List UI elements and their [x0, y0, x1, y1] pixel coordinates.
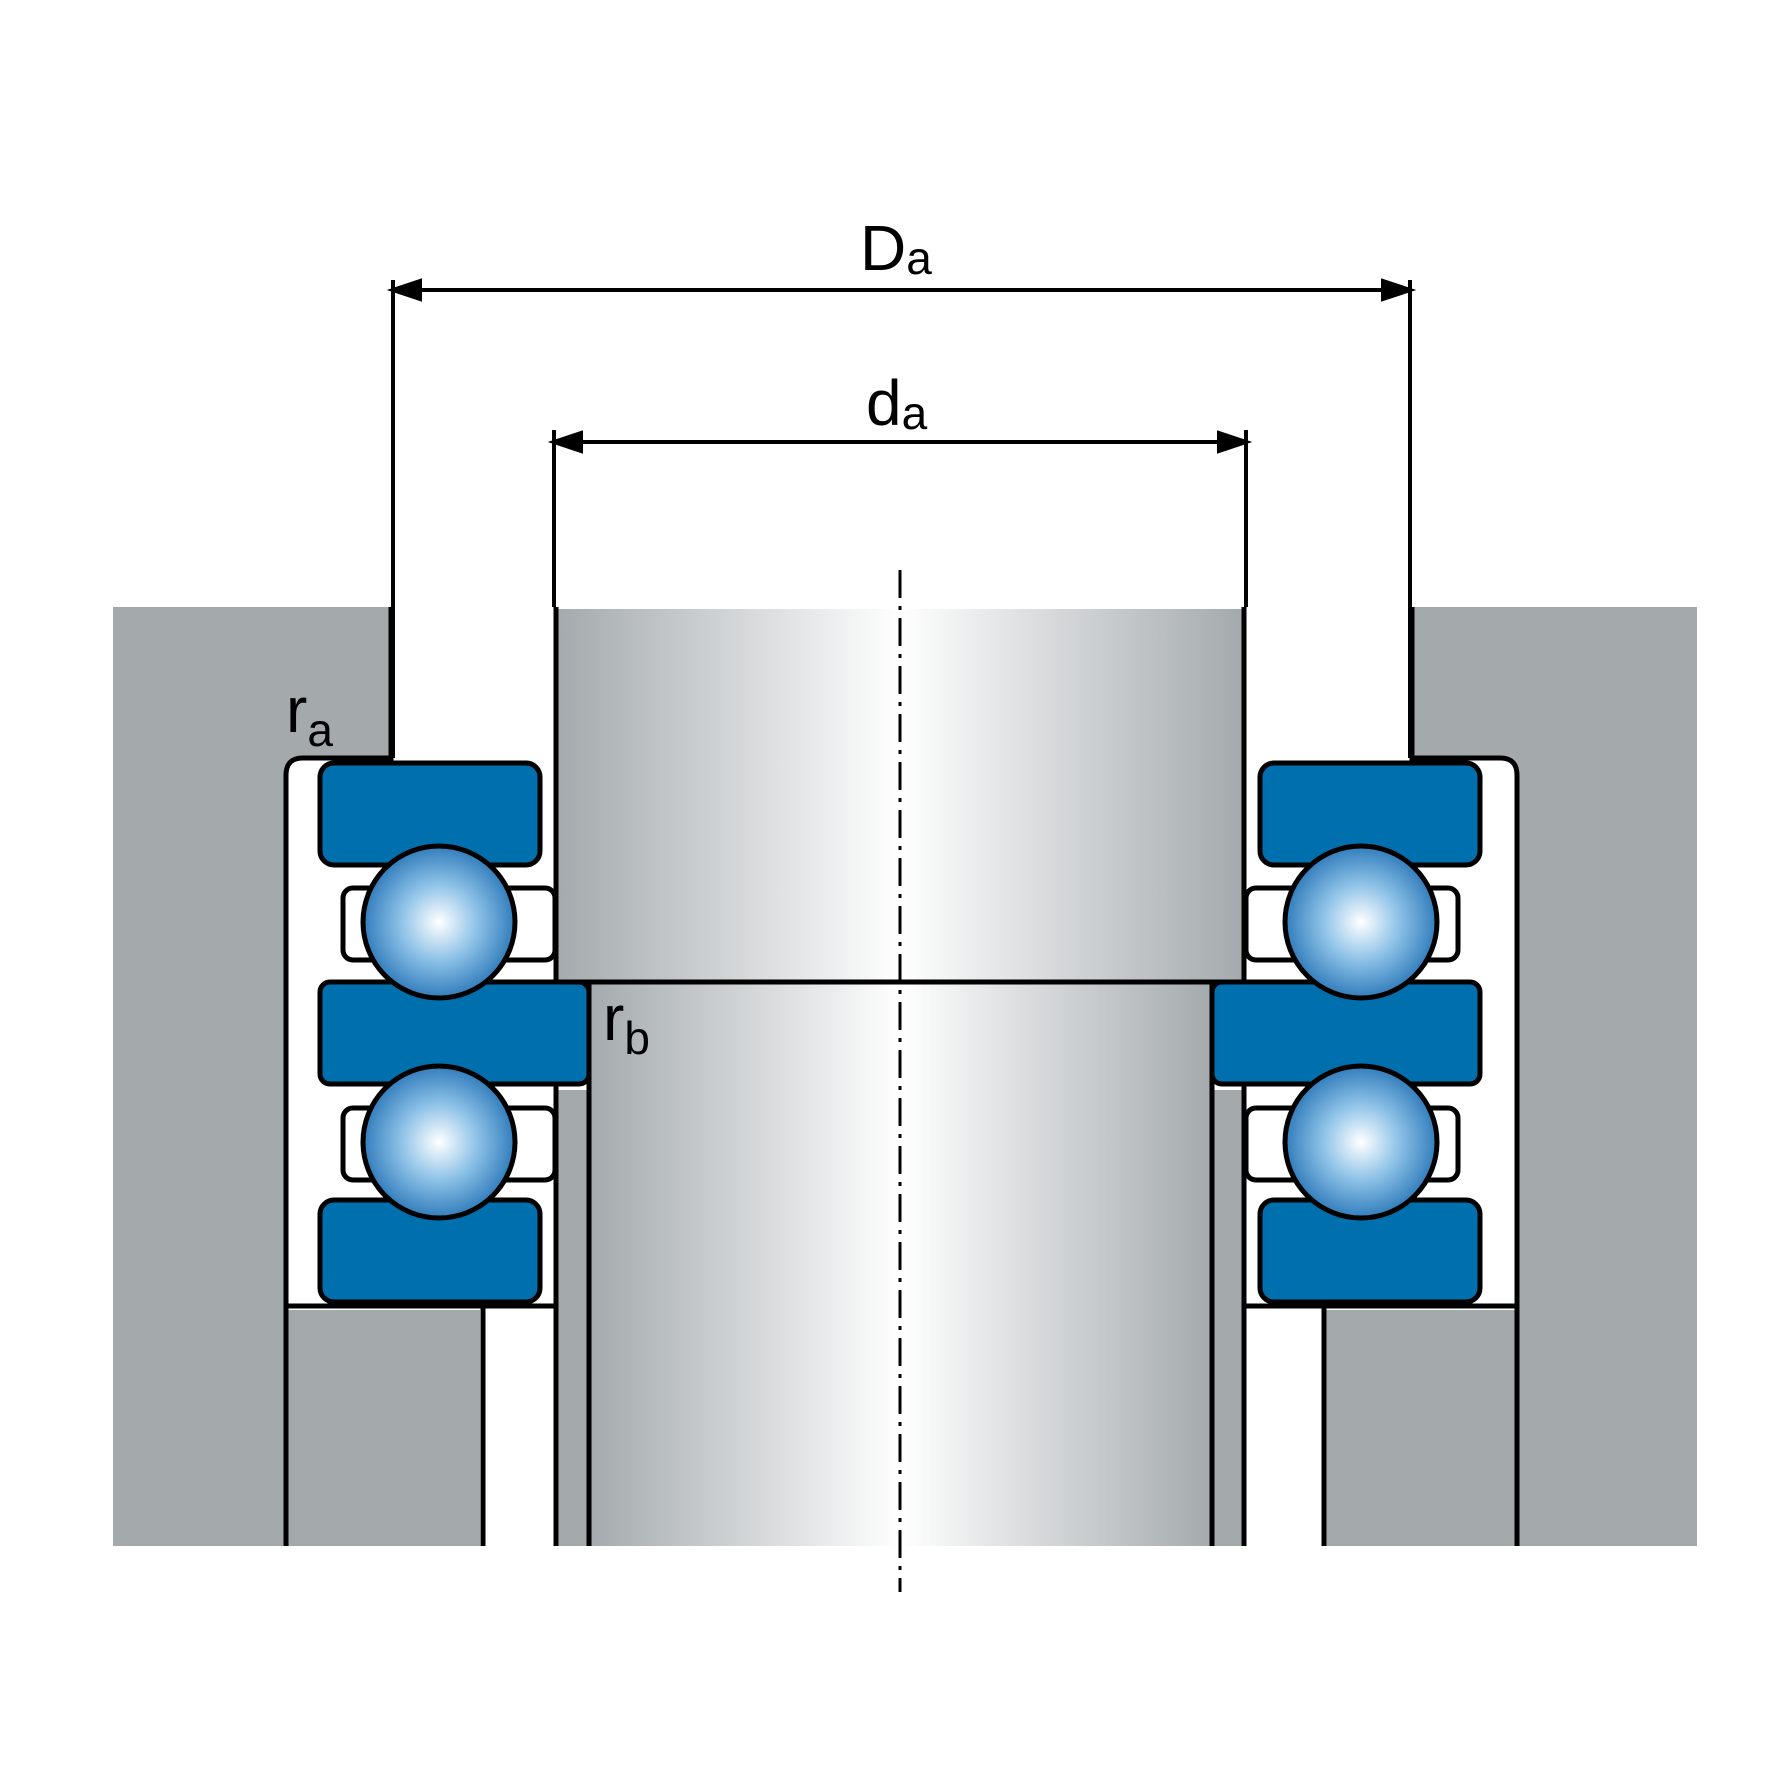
label-rb-sub: b — [624, 1012, 650, 1064]
dimension-da — [547, 430, 1253, 607]
housing-spacer-left — [288, 1310, 480, 1546]
housing-outline — [283, 607, 1520, 1546]
housing-right — [1413, 607, 1697, 1546]
label-ra-sub: a — [307, 704, 333, 756]
ball-right-2 — [1282, 1063, 1440, 1221]
housing-left — [113, 607, 390, 1546]
label-Da-main: D — [860, 212, 906, 284]
ball-left-1 — [360, 843, 518, 1001]
label-ra-main: r — [286, 674, 307, 746]
shaft-sleeve-left — [555, 1090, 589, 1546]
label-Da: Da — [860, 212, 932, 284]
bearing-left — [317, 760, 592, 1305]
label-Da-sub: a — [906, 232, 932, 284]
label-da-main: d — [866, 367, 902, 439]
dimension-Da — [386, 278, 1417, 758]
shaft-sleeve-right — [1212, 1090, 1246, 1546]
housing-spacer-right — [1325, 1310, 1515, 1546]
ball-left-2 — [360, 1063, 518, 1221]
label-da: da — [866, 367, 928, 439]
label-ra: ra — [286, 674, 333, 756]
label-rb: rb — [603, 982, 650, 1064]
label-da-sub: a — [902, 387, 928, 439]
ball-right-1 — [1282, 843, 1440, 1001]
label-rb-main: r — [603, 982, 624, 1054]
bearing-right — [1209, 760, 1483, 1305]
